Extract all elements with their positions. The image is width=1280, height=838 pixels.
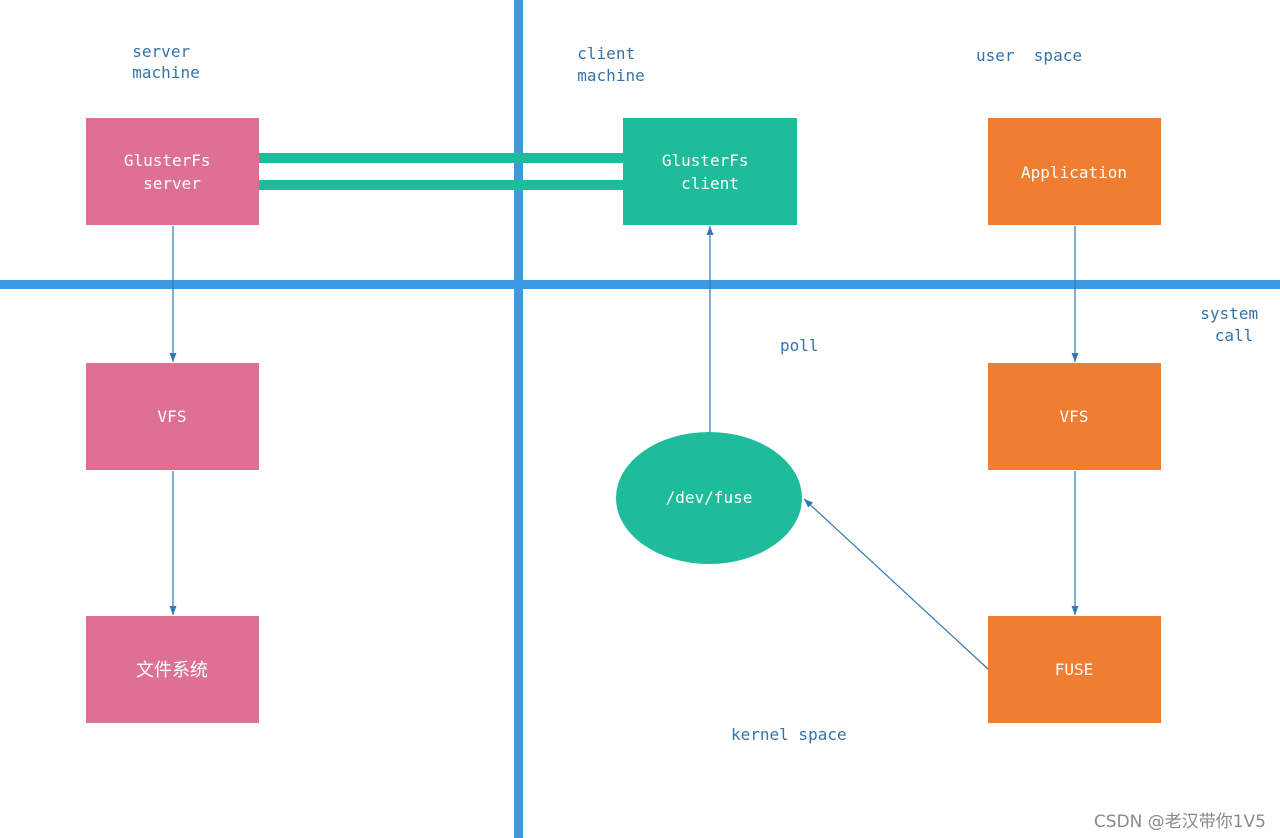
user-vfs-label: VFS — [1060, 407, 1089, 426]
server-glusterfs-line2: server — [143, 174, 201, 193]
csdn-watermark: CSDN @老汉带你1V5 — [1094, 812, 1266, 832]
client-glusterfs-line1: GlusterFs — [662, 151, 749, 170]
user-space-label: user space — [976, 46, 1082, 65]
application-box: Application — [988, 118, 1161, 225]
dev-fuse-node: /dev/fuse — [616, 432, 802, 564]
fuse-label: FUSE — [1055, 660, 1094, 679]
server-filesystem-box: 文件系统 — [86, 616, 259, 723]
system-call-label: system call — [1200, 304, 1267, 345]
svg-text:GlusterFs client: GlusterFs client — [662, 151, 758, 193]
horizontal-divider — [0, 280, 1280, 289]
server-glusterfs-line1: GlusterFs — [124, 151, 211, 170]
server-vfs-box: VFS — [86, 363, 259, 470]
fuse-box: FUSE — [988, 616, 1161, 723]
arrow-fuse-to-devfuse — [803, 498, 989, 670]
vertical-divider — [514, 0, 523, 838]
application-label: Application — [1021, 163, 1127, 182]
server-vfs-label: VFS — [158, 407, 187, 426]
connection-bar-upper — [255, 153, 625, 163]
client-glusterfs-box: GlusterFs client — [623, 118, 797, 225]
poll-label: poll — [780, 336, 819, 355]
client-glusterfs-line2: client — [681, 174, 739, 193]
client-machine-label: client machine — [577, 44, 644, 85]
dev-fuse-label: /dev/fuse — [666, 488, 753, 507]
connection-bar-lower — [255, 180, 625, 190]
server-glusterfs-box: GlusterFs server — [86, 118, 259, 225]
user-vfs-box: VFS — [988, 363, 1161, 470]
server-machine-label: server machine — [132, 42, 199, 82]
server-filesystem-label: 文件系统 — [136, 660, 208, 681]
kernel-space-label: kernel space — [731, 725, 847, 744]
svg-text:GlusterFs server: GlusterFs server — [124, 151, 220, 193]
